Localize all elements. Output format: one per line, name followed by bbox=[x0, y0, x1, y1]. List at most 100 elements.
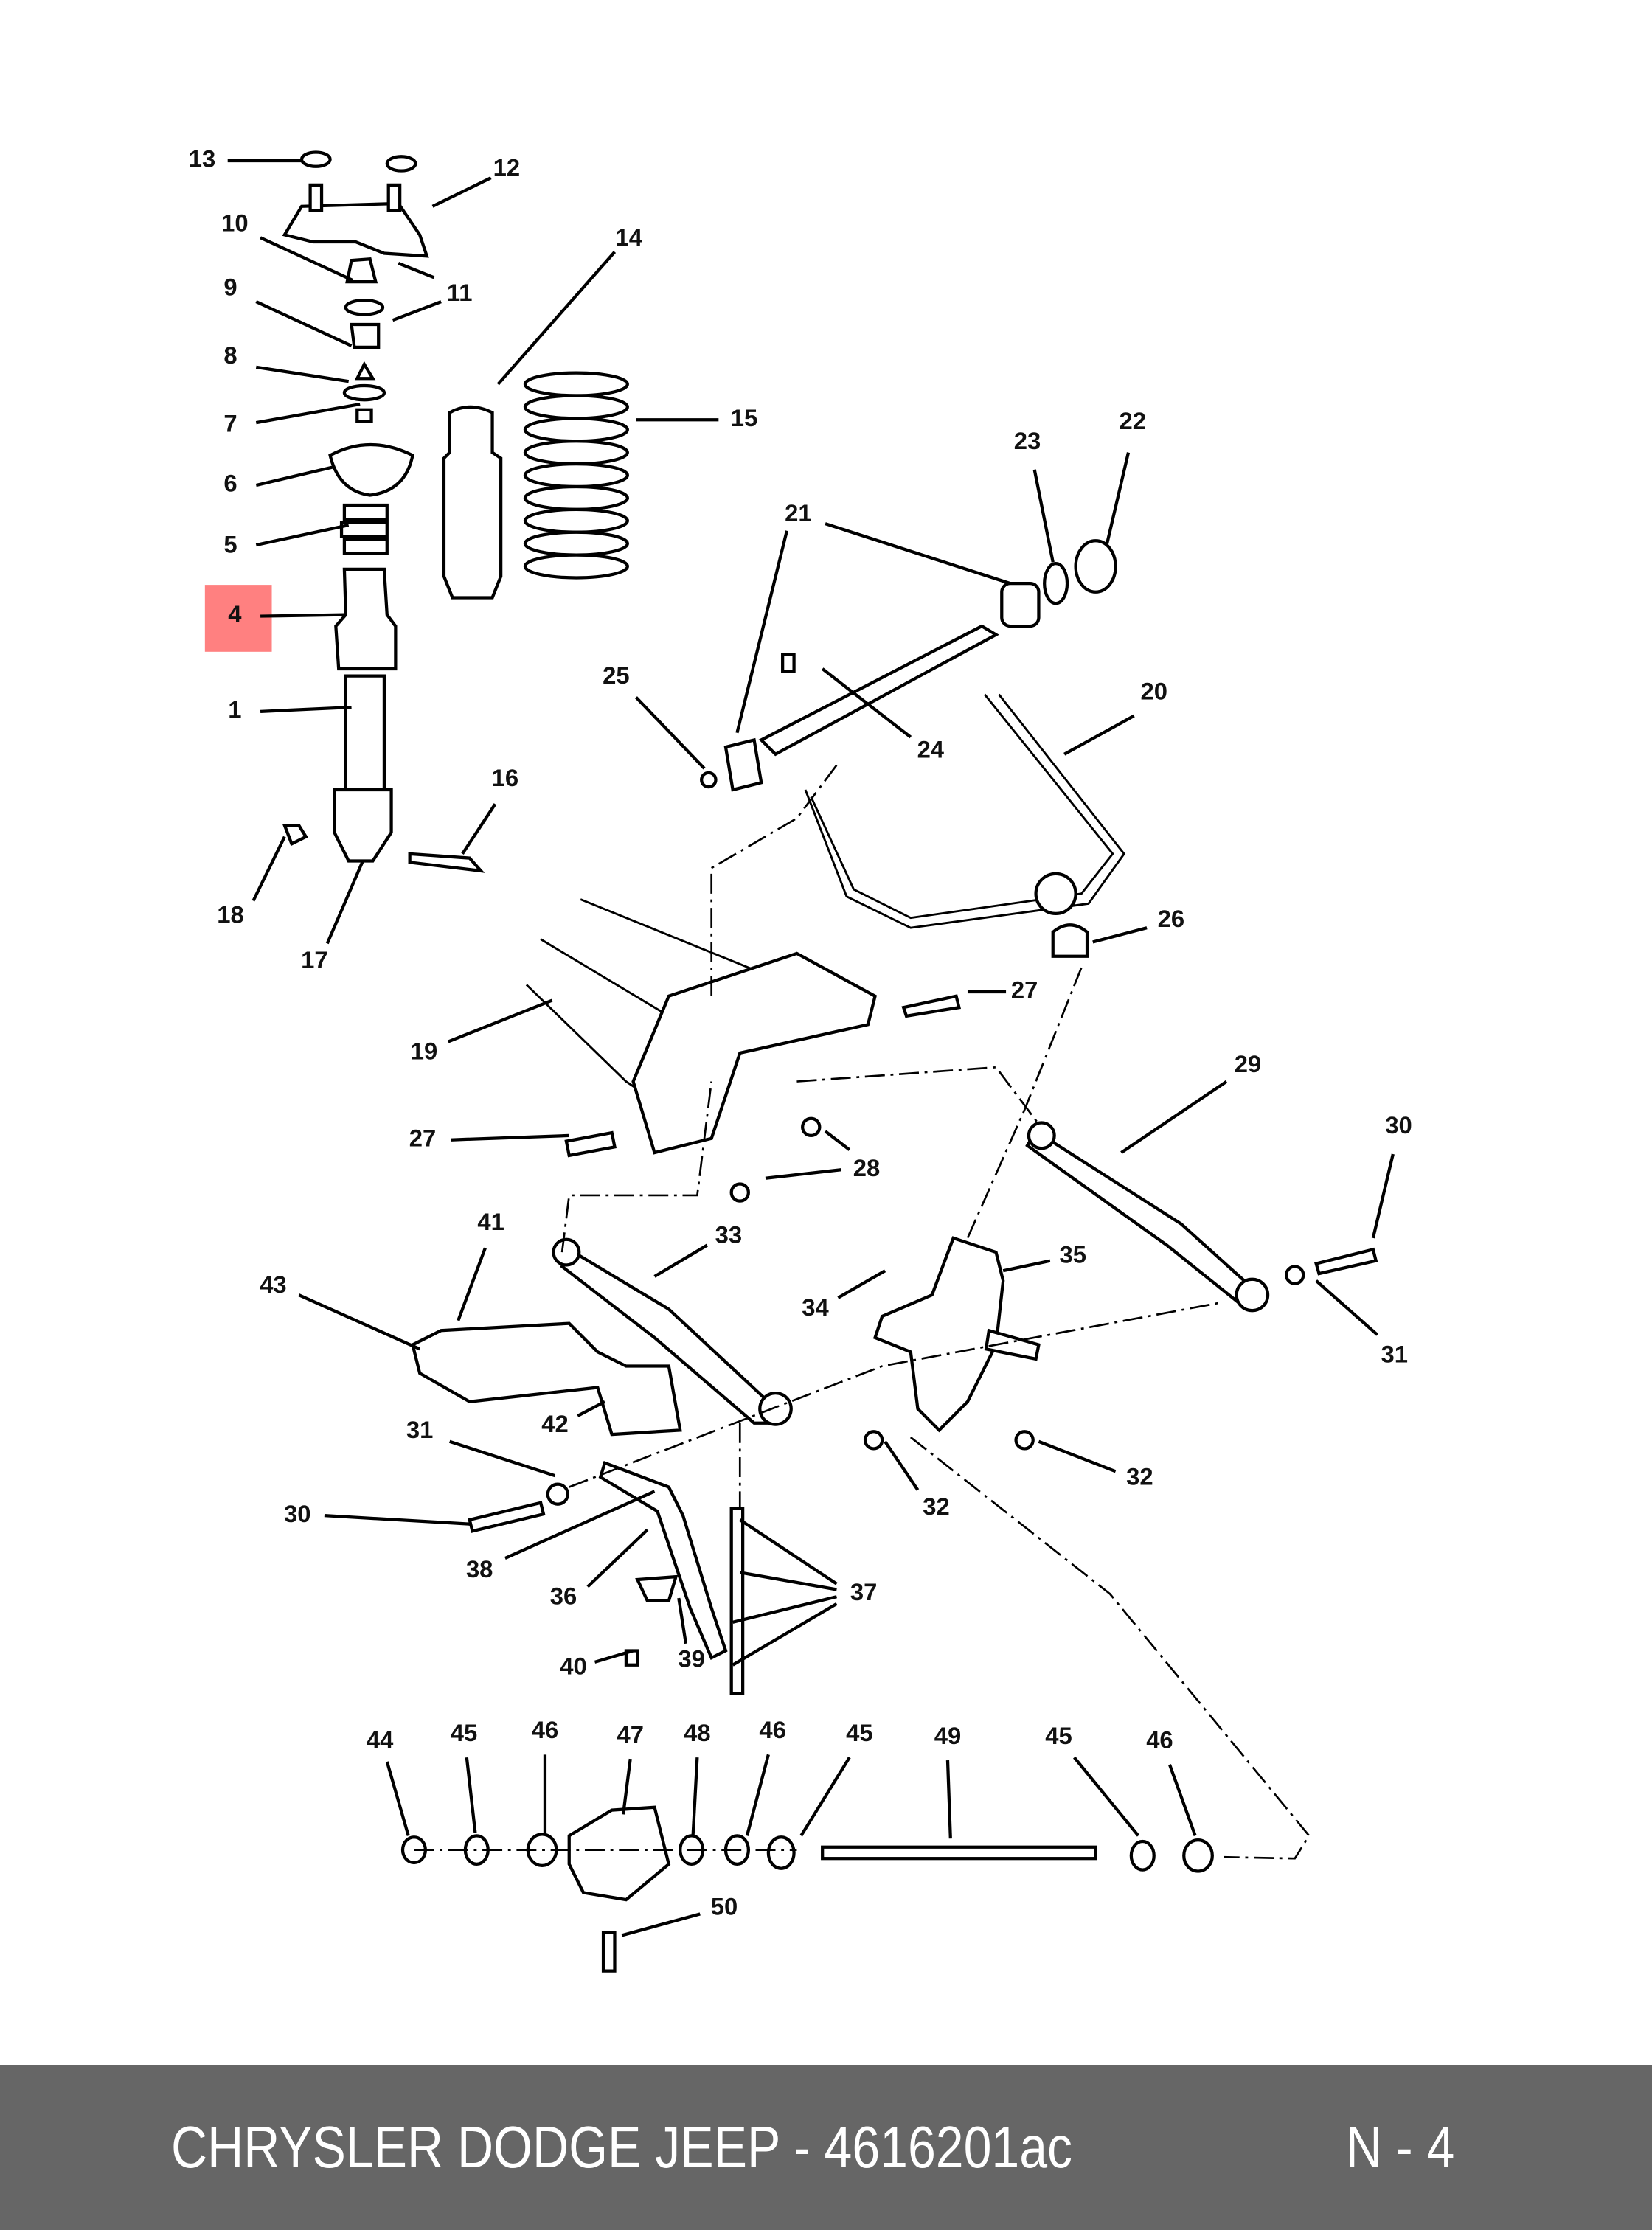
callout-17: 17 bbox=[301, 946, 327, 973]
leader-line bbox=[1038, 1439, 1117, 1473]
spring-coil bbox=[523, 417, 629, 443]
leader-line bbox=[821, 667, 912, 739]
leader-line bbox=[799, 1757, 851, 1837]
leader-line bbox=[260, 236, 354, 282]
leader-line bbox=[735, 530, 789, 734]
leader-line bbox=[1315, 1279, 1379, 1336]
callout-47: 47 bbox=[617, 1720, 643, 1748]
callout-1: 1 bbox=[228, 696, 241, 723]
callout-32: 32 bbox=[923, 1493, 949, 1520]
leader-line bbox=[1167, 1764, 1197, 1837]
leader-line bbox=[447, 998, 553, 1043]
leader-line bbox=[255, 365, 350, 383]
leader-line bbox=[449, 1439, 556, 1478]
callout-6: 6 bbox=[223, 470, 237, 497]
callout-45: 45 bbox=[846, 1719, 872, 1746]
callout-13: 13 bbox=[189, 145, 215, 173]
leader-line bbox=[621, 1758, 632, 1815]
callout-34: 34 bbox=[802, 1293, 829, 1321]
callout-41: 41 bbox=[477, 1208, 504, 1235]
leader-line bbox=[325, 860, 364, 945]
leader-line bbox=[745, 1754, 770, 1836]
callout-33: 33 bbox=[715, 1221, 742, 1248]
callout-23: 23 bbox=[1014, 427, 1041, 454]
callout-7: 7 bbox=[223, 410, 237, 437]
callout-14: 14 bbox=[616, 223, 643, 251]
leader-line bbox=[431, 176, 492, 208]
leader-line bbox=[677, 1597, 688, 1644]
spring-coil bbox=[523, 530, 629, 557]
leader-lines bbox=[227, 159, 1395, 1937]
leader-line bbox=[392, 300, 442, 322]
spring-coil bbox=[523, 507, 629, 534]
page-number: N - 4 bbox=[1346, 2114, 1455, 2180]
callout-18: 18 bbox=[217, 900, 243, 928]
leader-line bbox=[255, 465, 335, 487]
spring-coil bbox=[523, 394, 629, 420]
callout-39: 39 bbox=[678, 1645, 704, 1672]
callout-19: 19 bbox=[411, 1038, 437, 1065]
leader-line bbox=[1002, 1259, 1051, 1273]
callout-26: 26 bbox=[1158, 905, 1184, 932]
callout-27: 27 bbox=[1011, 976, 1038, 1004]
callout-25: 25 bbox=[603, 661, 629, 689]
leader-line bbox=[825, 522, 1011, 586]
callout-27: 27 bbox=[409, 1124, 436, 1151]
spring-coil bbox=[523, 371, 629, 397]
leader-line bbox=[577, 1400, 605, 1417]
callout-48: 48 bbox=[684, 1719, 710, 1746]
leader-line bbox=[739, 1518, 838, 1585]
leader-line bbox=[653, 1243, 708, 1278]
callout-24: 24 bbox=[917, 736, 945, 763]
parts-drawing bbox=[282, 150, 1378, 1973]
callout-5: 5 bbox=[223, 531, 237, 558]
leader-line bbox=[586, 1528, 649, 1588]
leader-line bbox=[824, 1130, 851, 1151]
leader-line bbox=[255, 402, 361, 425]
leader-line bbox=[1073, 1756, 1140, 1837]
leader-line bbox=[461, 803, 497, 855]
callout-43: 43 bbox=[260, 1271, 286, 1298]
callout-21: 21 bbox=[785, 499, 811, 527]
callout-46: 46 bbox=[532, 1716, 558, 1743]
leader-line bbox=[945, 1760, 952, 1839]
callout-42: 42 bbox=[541, 1410, 568, 1437]
callout-10: 10 bbox=[221, 209, 248, 237]
leader-line bbox=[251, 836, 286, 902]
spring-coil bbox=[523, 440, 629, 466]
callout-20: 20 bbox=[1140, 677, 1167, 704]
footer-bar: CHRYSLER DODGE JEEP - 4616201ac N - 4 bbox=[0, 2065, 1652, 2230]
callout-36: 36 bbox=[550, 1583, 577, 1610]
leader-line bbox=[621, 1912, 701, 1937]
spring-coil bbox=[523, 553, 629, 580]
callout-32: 32 bbox=[1126, 1463, 1153, 1490]
leader-line bbox=[1371, 1153, 1395, 1239]
callout-50: 50 bbox=[711, 1892, 738, 1920]
callout-49: 49 bbox=[934, 1722, 961, 1749]
leader-line bbox=[594, 1649, 634, 1664]
callout-12: 12 bbox=[493, 153, 520, 181]
leader-line bbox=[1120, 1080, 1228, 1154]
leader-line bbox=[1063, 714, 1135, 756]
leader-line bbox=[732, 1595, 837, 1624]
highlight-box bbox=[204, 585, 272, 652]
leader-line bbox=[1092, 926, 1148, 944]
spring-coil bbox=[523, 484, 629, 511]
callout-46: 46 bbox=[1146, 1726, 1173, 1754]
spring-coil bbox=[523, 462, 629, 489]
leader-line bbox=[260, 613, 344, 618]
callout-44: 44 bbox=[367, 1726, 394, 1754]
leader-line bbox=[465, 1757, 477, 1833]
leader-line bbox=[732, 1602, 838, 1667]
leader-line bbox=[504, 1490, 656, 1560]
callout-4: 4 bbox=[228, 600, 242, 628]
leader-line bbox=[1105, 452, 1131, 544]
callout-30: 30 bbox=[1385, 1111, 1412, 1139]
callout-28: 28 bbox=[853, 1154, 880, 1181]
leader-line bbox=[255, 300, 353, 347]
leader-line bbox=[385, 1761, 410, 1836]
callout-31: 31 bbox=[1381, 1341, 1408, 1368]
callout-29: 29 bbox=[1235, 1050, 1261, 1077]
